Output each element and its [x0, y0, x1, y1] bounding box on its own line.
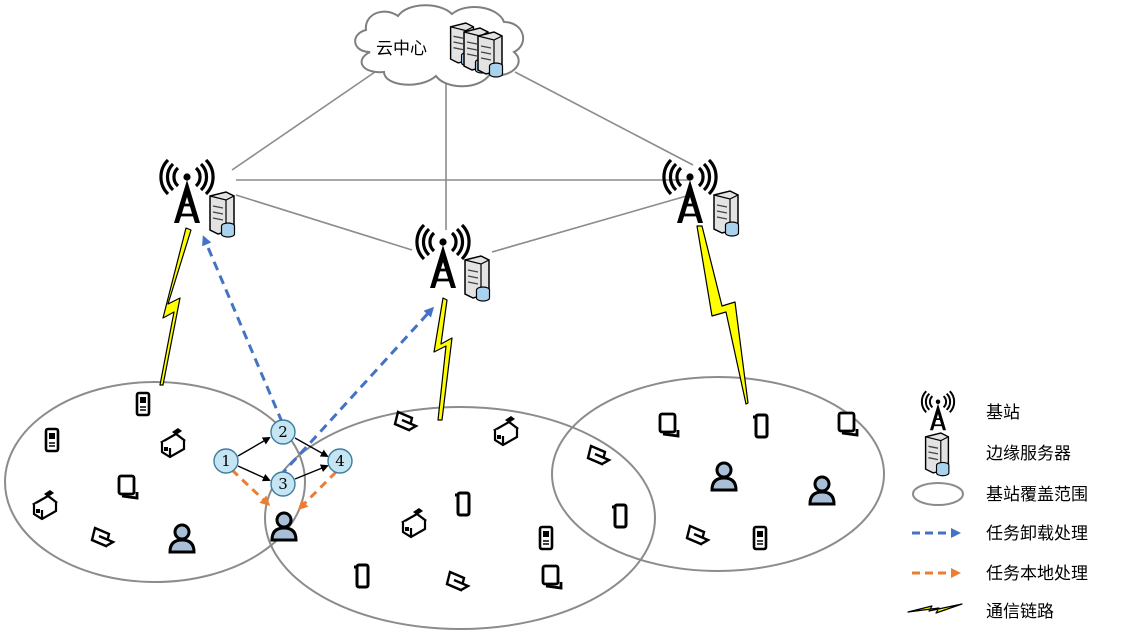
task-graph: 1 2 3 4: [213, 419, 353, 497]
tablet-icon: [453, 491, 471, 517]
task-node-3: 3: [270, 471, 296, 497]
phone-icon: [752, 525, 768, 551]
laptop-icon: [393, 410, 418, 432]
devices-left-cell: [32, 391, 298, 554]
legend-item-local: 任务本地处理: [912, 564, 1088, 584]
task-node-2: 2: [270, 419, 296, 445]
legend-label: 任务本地处理: [986, 564, 1088, 584]
task-node-label: 1: [221, 452, 231, 470]
antenna-tower-icon: [662, 158, 718, 225]
cloud-center: 云中心: [354, 4, 525, 88]
backhaul-links: [231, 71, 694, 253]
printer-icon: [32, 488, 58, 521]
phone-icon: [44, 427, 60, 453]
laptop-icon: [685, 524, 710, 546]
printer-icon: [493, 414, 519, 447]
user-icon: [808, 475, 836, 506]
coverage-area-right: [551, 376, 885, 572]
coverage-area-middle: [264, 406, 656, 630]
devices-middle-cell: [352, 410, 563, 592]
lightning-link-middle: [433, 297, 453, 421]
offload-arrow: [202, 235, 284, 423]
legend-item-offload: 任务卸载处理: [912, 524, 1088, 544]
legend-item-link: 通信链路: [907, 602, 1054, 622]
tablet-icon: [610, 503, 628, 529]
task-node-label: 3: [278, 475, 288, 493]
phone-icon: [135, 391, 151, 417]
legend: 基站 边缘服务器 基站覆盖范围 任务卸载处理 任务本地处理 通信链路: [907, 390, 1088, 622]
antenna-tower-icon: [415, 223, 471, 290]
legend-label: 基站: [986, 403, 1020, 423]
monitor-icon: [541, 564, 563, 590]
edge-server-icon: [713, 190, 740, 237]
wireless-links: [159, 225, 749, 421]
task-node-label: 4: [335, 452, 345, 470]
legend-item-base-station: 基站: [920, 390, 1020, 432]
base-station-right: [662, 158, 740, 237]
antenna-tower-icon: [159, 158, 215, 225]
lightning-link-left: [159, 227, 192, 386]
user-icon: [168, 523, 196, 554]
printer-icon: [401, 506, 427, 539]
edge-server-icon: [464, 255, 491, 302]
base-station-middle: [415, 223, 491, 302]
monitor-icon: [658, 412, 680, 438]
legend-item-edge-server: 边缘服务器: [924, 432, 1071, 477]
cloud-server-icon: [477, 31, 504, 78]
task-node-1: 1: [213, 448, 239, 474]
cloud-label: 云中心: [376, 39, 427, 59]
lightning-icon: [907, 603, 963, 614]
phone-icon: [538, 525, 554, 551]
legend-label: 通信链路: [986, 602, 1054, 622]
coverage-areas: [4, 376, 885, 630]
devices-right-cell: [586, 411, 859, 551]
laptop-icon: [445, 570, 470, 592]
task-node-4: 4: [327, 448, 353, 474]
printer-icon: [160, 426, 186, 459]
local-arrows: [230, 468, 338, 511]
base-station-left: [159, 158, 236, 238]
task-user-icon: [270, 511, 298, 542]
laptop-icon: [90, 526, 115, 548]
legend-label: 基站覆盖范围: [986, 485, 1088, 505]
legend-label: 边缘服务器: [986, 444, 1071, 464]
user-icon: [710, 461, 738, 492]
monitor-icon: [117, 474, 139, 500]
legend-label: 任务卸载处理: [986, 524, 1088, 544]
offload-arrow: [278, 306, 435, 478]
monitor-icon: [837, 411, 859, 437]
tablet-icon: [751, 413, 769, 439]
local-arrow: [230, 468, 271, 507]
task-node-label: 2: [278, 423, 288, 441]
legend-item-coverage: 基站覆盖范围: [912, 482, 1088, 506]
coverage-area-left: [4, 381, 306, 583]
edge-server-icon: [924, 432, 950, 477]
local-arrow: [297, 470, 338, 511]
tablet-icon: [352, 563, 370, 589]
lightning-link-right: [696, 225, 749, 405]
edge-server-icon: [209, 191, 236, 238]
offload-arrows: [202, 235, 435, 478]
laptop-icon: [586, 444, 611, 466]
antenna-tower-icon: [920, 390, 956, 432]
